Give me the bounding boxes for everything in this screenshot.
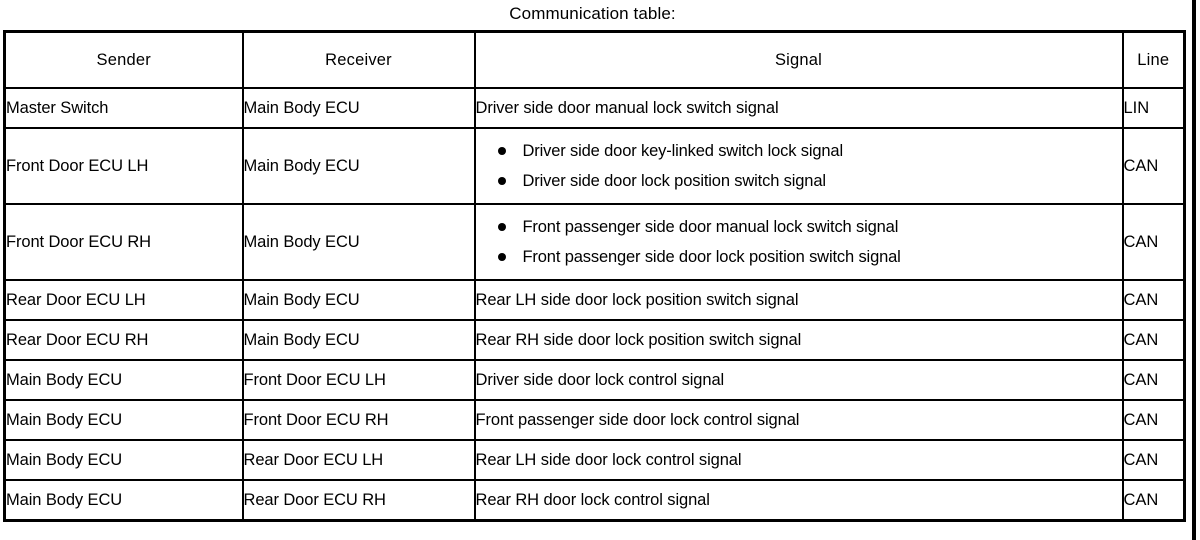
cell-receiver: Main Body ECU [241,127,476,205]
cell-sender: Rear Door ECU RH [3,319,244,361]
bullet-dot-icon [497,253,506,261]
cell-line: CAN [1121,479,1186,522]
cell-signal: Front passenger side door lock control s… [473,399,1124,441]
column-header-receiver: Receiver [241,30,476,89]
cell-sender: Main Body ECU [3,399,244,441]
signal-bullet-label: Front passenger side door manual lock sw… [522,218,899,236]
cell-receiver: Rear Door ECU RH [241,479,476,522]
signal-bullet-list: Front passenger side door manual lock sw… [477,208,1121,276]
signal-bullet-label: Driver side door key-linked switch lock … [522,142,844,160]
column-header-signal: Signal [473,30,1124,89]
cell-signal: Rear RH door lock control signal [473,479,1124,522]
table-header-row: Sender Receiver Signal Line [3,30,1186,89]
column-header-line: Line [1121,30,1186,89]
cell-signal: Driver side door manual lock switch sign… [473,87,1124,129]
cell-line: CAN [1121,359,1186,401]
cell-signal: Front passenger side door manual lock sw… [473,203,1124,281]
page-border-rule [1192,0,1196,540]
cell-line: CAN [1121,439,1186,481]
cell-signal: Rear LH side door lock control signal [473,439,1124,481]
cell-signal: Rear LH side door lock position switch s… [473,279,1124,321]
cell-line: CAN [1121,127,1186,205]
signal-bullet-list: Driver side door key-linked switch lock … [477,132,1121,200]
cell-signal: Driver side door lock control signal [473,359,1124,401]
bullet-dot-icon [497,177,506,185]
cell-receiver: Main Body ECU [241,319,476,361]
cell-line: CAN [1121,319,1186,361]
table-caption: Communication table: [509,4,676,23]
cell-signal: Rear RH side door lock position switch s… [473,319,1124,361]
signal-bullet-item: Front passenger side door lock position … [497,242,1121,272]
cell-sender: Rear Door ECU LH [3,279,244,321]
cell-sender: Front Door ECU LH [3,127,244,205]
cell-sender: Main Body ECU [3,359,244,401]
communication-table-container: Sender Receiver Signal Line Master Switc… [3,30,1186,522]
cell-line: CAN [1121,399,1186,441]
column-header-sender: Sender [3,30,244,89]
cell-receiver: Front Door ECU RH [241,399,476,441]
cell-sender: Front Door ECU RH [3,203,244,281]
cell-sender: Main Body ECU [3,439,244,481]
signal-bullet-item: Driver side door lock position switch si… [497,166,1121,196]
cell-receiver: Main Body ECU [241,203,476,281]
cell-sender: Master Switch [3,87,244,129]
communication-table: Sender Receiver Signal Line Master Switc… [3,30,1186,522]
cell-receiver: Rear Door ECU LH [241,439,476,481]
cell-receiver: Main Body ECU [241,279,476,321]
cell-line: CAN [1121,203,1186,281]
bullet-dot-icon [497,147,506,155]
signal-bullet-label: Driver side door lock position switch si… [522,172,827,190]
cell-line: CAN [1121,279,1186,321]
cell-signal: Driver side door key-linked switch lock … [473,127,1124,205]
cell-receiver: Front Door ECU LH [241,359,476,401]
bullet-dot-icon [497,223,506,231]
cell-receiver: Main Body ECU [241,87,476,129]
signal-bullet-item: Front passenger side door manual lock sw… [497,212,1121,242]
table-header: Sender Receiver Signal Line [3,30,1186,89]
cell-line: LIN [1121,87,1186,129]
signal-bullet-item: Driver side door key-linked switch lock … [497,136,1121,166]
cell-sender: Main Body ECU [3,479,244,522]
signal-bullet-label: Front passenger side door lock position … [522,248,901,266]
